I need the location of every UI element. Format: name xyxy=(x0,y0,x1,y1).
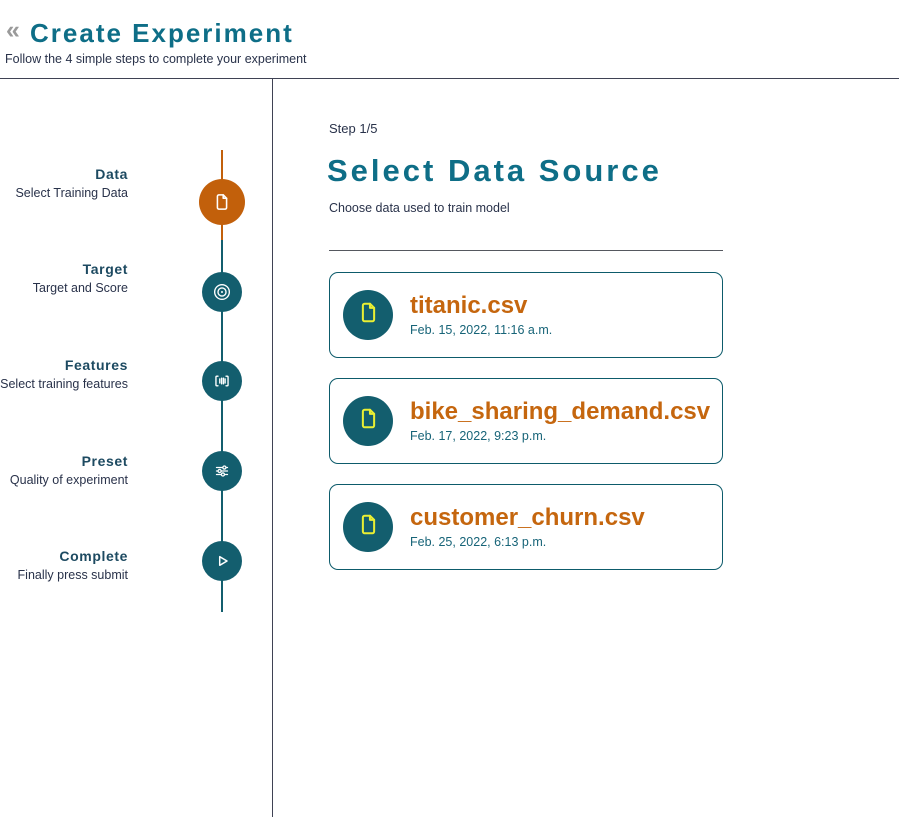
file-icon xyxy=(211,191,233,213)
panel-divider xyxy=(272,79,273,817)
page-subtitle: Follow the 4 simple steps to complete yo… xyxy=(5,52,307,66)
dataset-name: bike_sharing_demand.csv xyxy=(410,397,711,425)
dataset-card-customer-churn[interactable]: customer_churn.csv Feb. 25, 2022, 6:13 p… xyxy=(329,484,723,570)
step-preset-button[interactable] xyxy=(202,451,242,491)
file-badge xyxy=(343,290,393,340)
page-title: Create Experiment xyxy=(30,18,294,48)
step-features-labels: Features Select training features xyxy=(0,357,128,391)
step-complete-label: Complete xyxy=(59,548,128,564)
dataset-card-titanic[interactable]: titanic.csv Feb. 15, 2022, 11:16 a.m. xyxy=(329,272,723,358)
step-complete-button[interactable] xyxy=(202,541,242,581)
back-icon[interactable]: « xyxy=(6,16,20,44)
step-target-labels: Target Target and Score xyxy=(0,261,128,295)
step-preset-labels: Preset Quality of experiment xyxy=(0,453,128,487)
sliders-icon xyxy=(211,460,233,482)
main-title: Select Data Source xyxy=(327,153,662,188)
dataset-name: customer_churn.csv xyxy=(410,503,645,531)
step-preset-sublabel: Quality of experiment xyxy=(9,473,128,487)
target-icon xyxy=(211,281,233,303)
barcode-icon xyxy=(211,370,233,392)
step-target-label: Target xyxy=(82,261,128,277)
dataset-date: Feb. 15, 2022, 11:16 a.m. xyxy=(410,323,553,338)
file-icon xyxy=(355,511,382,543)
step-preset-label: Preset xyxy=(81,453,128,469)
play-icon xyxy=(211,550,233,572)
step-target-button[interactable] xyxy=(202,272,242,312)
dataset-name: titanic.csv xyxy=(410,291,528,319)
header-divider xyxy=(0,78,899,79)
step-features-sublabel: Select training features xyxy=(0,377,128,391)
step-complete-sublabel: Finally press submit xyxy=(17,568,128,582)
main-divider xyxy=(329,250,723,251)
stepper-line-rest xyxy=(221,240,223,612)
step-complete-labels: Complete Finally press submit xyxy=(0,548,128,582)
step-data-button[interactable] xyxy=(199,179,245,225)
step-features-button[interactable] xyxy=(202,361,242,401)
step-indicator: Step 1/5 xyxy=(329,121,378,136)
step-data-label: Data xyxy=(95,166,128,182)
dataset-date: Feb. 17, 2022, 9:23 p.m. xyxy=(410,429,547,444)
main-subtitle: Choose data used to train model xyxy=(329,201,510,215)
dataset-date: Feb. 25, 2022, 6:13 p.m. xyxy=(410,535,547,550)
step-data-sublabel: Select Training Data xyxy=(15,186,128,200)
file-icon xyxy=(355,405,382,437)
file-badge xyxy=(343,502,393,552)
step-target-sublabel: Target and Score xyxy=(32,281,128,295)
step-features-label: Features xyxy=(64,357,128,373)
file-icon xyxy=(355,299,382,331)
dataset-card-bike-sharing-demand[interactable]: bike_sharing_demand.csv Feb. 17, 2022, 9… xyxy=(329,378,723,464)
step-data-labels: Data Select Training Data xyxy=(0,166,128,200)
file-badge xyxy=(343,396,393,446)
